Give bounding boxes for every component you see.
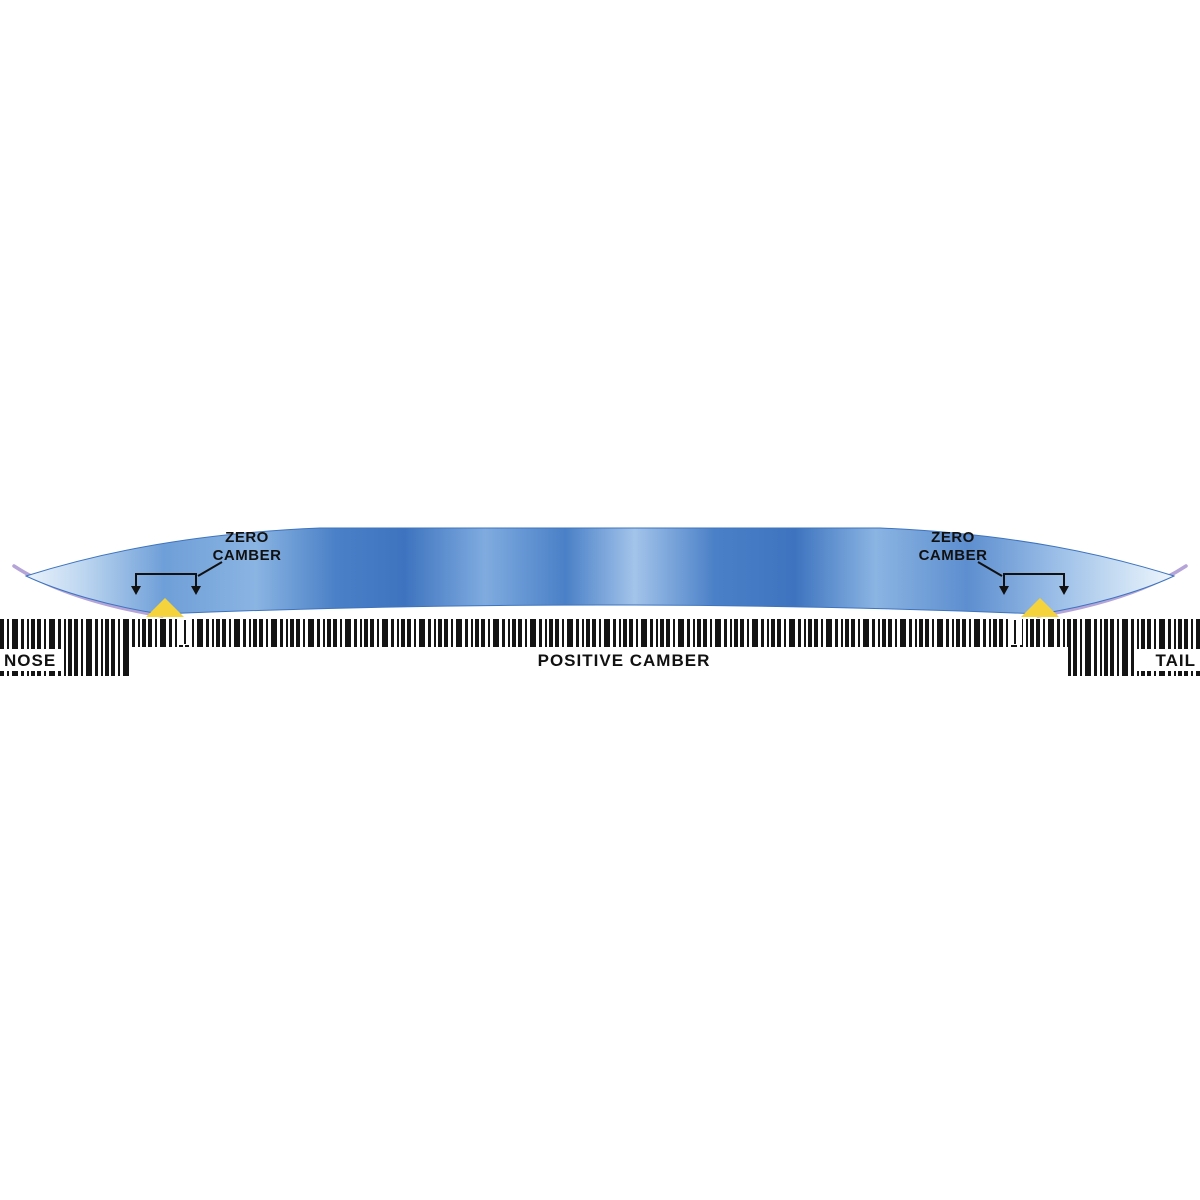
tail-contact-marker	[1021, 598, 1059, 617]
nose-label: NOSE	[4, 651, 56, 670]
zero-camber-label-line2: CAMBER	[919, 547, 988, 564]
leader-line	[977, 561, 1003, 577]
positive-camber-label: POSITIVE CAMBER	[538, 651, 711, 670]
board-body	[24, 527, 1176, 615]
ground-hatch-band	[0, 619, 1200, 647]
down-arrow-icon	[999, 586, 1009, 595]
down-arrow-icon	[131, 586, 141, 595]
zero-camber-label-line2: CAMBER	[213, 547, 282, 564]
positive-camber-label-chip	[518, 649, 730, 671]
down-arrow-icon	[191, 586, 201, 595]
bracket	[1003, 573, 1065, 588]
zero-camber-label-line1: ZERO	[225, 529, 269, 546]
zero-camber-annotation-left: ZERO CAMBER	[131, 529, 281, 595]
nose-label-chip	[0, 649, 64, 671]
nose-label-group: NOSE	[0, 649, 64, 671]
zero-camber-label-line1: ZERO	[931, 529, 975, 546]
positive-camber-label-group: POSITIVE CAMBER	[518, 649, 730, 671]
tail-label: TAIL	[1155, 651, 1196, 670]
leader-line	[197, 561, 223, 577]
down-arrow-icon	[1059, 586, 1069, 595]
nose-contact-marker	[146, 598, 184, 617]
zero-camber-annotation-right: ZERO CAMBER	[919, 529, 1069, 595]
bracket	[135, 573, 197, 588]
tail-label-chip	[1136, 649, 1200, 671]
tail-label-group: TAIL	[1136, 649, 1200, 671]
